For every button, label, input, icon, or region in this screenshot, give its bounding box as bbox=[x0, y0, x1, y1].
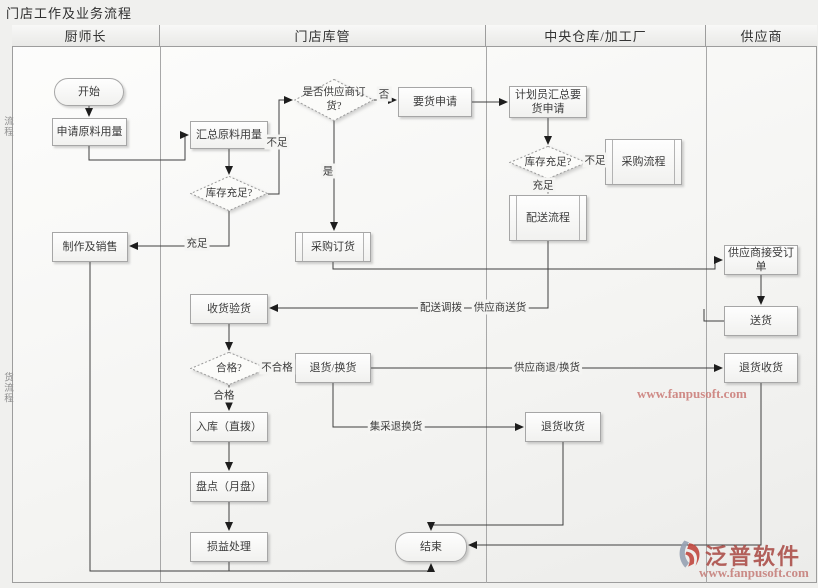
node-label: 库存充足? bbox=[524, 156, 572, 168]
edge-label-unqualified: 不合格 bbox=[259, 359, 295, 375]
edge-label-sufficient-central: 充足 bbox=[530, 177, 556, 193]
node-label: 收货验货 bbox=[207, 302, 251, 315]
node-label: 退货收货 bbox=[739, 361, 783, 374]
edge-label-yes: 是 bbox=[320, 163, 336, 179]
node-label: 申请原料用量 bbox=[56, 125, 123, 138]
diamond-shape bbox=[190, 176, 268, 211]
side-label-top: 流程 bbox=[2, 116, 12, 137]
swimlane-header-row: 厨师长 门店库管 中央仓库/加工厂 供应商 bbox=[12, 25, 817, 47]
node-label: 采购订货 bbox=[311, 240, 355, 253]
watermark-url-link[interactable]: www.fanpusoft.com bbox=[699, 565, 809, 580]
edge-label-central-return: 集采退换货 bbox=[367, 418, 425, 434]
node-label: 退货/换货 bbox=[309, 361, 357, 374]
diamond-shape bbox=[294, 79, 374, 121]
node-planner-summary: 计划员汇总要货申请 bbox=[509, 86, 587, 118]
lane-divider bbox=[706, 47, 707, 583]
side-label-bottom: 货流程 bbox=[2, 372, 12, 404]
diamond-shape bbox=[509, 146, 587, 179]
node-goods-request: 要货申请 bbox=[398, 87, 472, 117]
node-label: 汇总原料用量 bbox=[196, 128, 262, 141]
node-return-exchange: 退货/换货 bbox=[295, 353, 371, 383]
node-return-receive-supplier: 退货收货 bbox=[724, 353, 798, 383]
node-inventory-count: 盘点（月盘） bbox=[190, 472, 268, 502]
node-purchase-order: 采购订货 bbox=[295, 232, 371, 262]
lane-header-chef: 厨师长 bbox=[12, 25, 160, 46]
node-return-receive-central: 退货收货 bbox=[525, 412, 601, 442]
node-label: 供应商接受订单 bbox=[728, 246, 794, 273]
node-summarize-material: 汇总原料用量 bbox=[190, 121, 268, 149]
edge-label-insufficient-store: 不足 bbox=[264, 134, 290, 150]
watermark-url-middle: www.fanpusoft.com bbox=[637, 386, 747, 401]
node-label: 结束 bbox=[420, 540, 442, 553]
node-receive-inspect: 收货验货 bbox=[190, 294, 268, 324]
lane-header-store-keeper: 门店库管 bbox=[160, 25, 486, 46]
edge-label-insufficient-central: 不足 bbox=[582, 152, 608, 168]
node-label: 制作及销售 bbox=[62, 240, 118, 253]
node-label: 损益处理 bbox=[207, 540, 251, 553]
node-start: 开始 bbox=[54, 78, 124, 106]
lane-divider bbox=[486, 47, 487, 583]
node-stock-in: 入库（直拨） bbox=[190, 412, 268, 442]
node-label: 采购流程 bbox=[621, 155, 666, 168]
node-label: 盘点（月盘） bbox=[196, 480, 262, 493]
node-apply-material: 申请原料用量 bbox=[52, 118, 127, 146]
edge-label-sufficient-store: 充足 bbox=[184, 235, 210, 251]
node-label: 库存充足? bbox=[205, 187, 253, 199]
node-supplier-accept-order: 供应商接受订单 bbox=[724, 245, 798, 275]
node-label: 是否供应商订货? bbox=[302, 87, 366, 112]
node-end: 结束 bbox=[395, 532, 467, 562]
edge-label-supplier-return: 供应商退/换货 bbox=[512, 359, 582, 375]
lane-divider bbox=[160, 47, 161, 583]
decision-supplier-order: 是否供应商订货? bbox=[294, 79, 374, 121]
edge-label-no: 否 bbox=[376, 86, 392, 102]
node-label: 开始 bbox=[78, 85, 100, 98]
node-delivery-process: 配送流程 bbox=[509, 195, 587, 241]
fanpu-logo-icon bbox=[679, 540, 700, 568]
node-label: 合格? bbox=[216, 362, 242, 374]
decision-stock-central: 库存充足? bbox=[509, 146, 587, 179]
edge-label-delivery-transfer: 配送调拨 bbox=[418, 299, 464, 315]
page-title: 门店工作及业务流程 bbox=[6, 6, 133, 21]
node-make-and-sell: 制作及销售 bbox=[52, 232, 128, 262]
edge-label-qualified: 合格 bbox=[211, 387, 237, 403]
node-profit-loss: 损益处理 bbox=[190, 532, 268, 562]
edge-label-supplier-delivery: 供应商送货 bbox=[471, 299, 529, 315]
node-label: 要货申请 bbox=[413, 95, 457, 108]
node-label: 配送流程 bbox=[526, 211, 570, 224]
decision-stock-store: 库存充足? bbox=[190, 176, 268, 211]
watermark-brand: 泛普软件 bbox=[705, 544, 802, 569]
node-label: 计划员汇总要货申请 bbox=[515, 88, 581, 115]
node-label: 送货 bbox=[750, 314, 772, 327]
decision-qualified: 合格? bbox=[190, 352, 268, 385]
node-label: 入库（直拨） bbox=[196, 420, 262, 433]
node-procurement-process: 采购流程 bbox=[605, 139, 682, 185]
lane-header-central-warehouse: 中央仓库/加工厂 bbox=[486, 25, 706, 46]
lane-header-supplier: 供应商 bbox=[740, 29, 783, 44]
node-label: 退货收货 bbox=[541, 420, 585, 433]
node-ship-goods: 送货 bbox=[724, 306, 798, 336]
